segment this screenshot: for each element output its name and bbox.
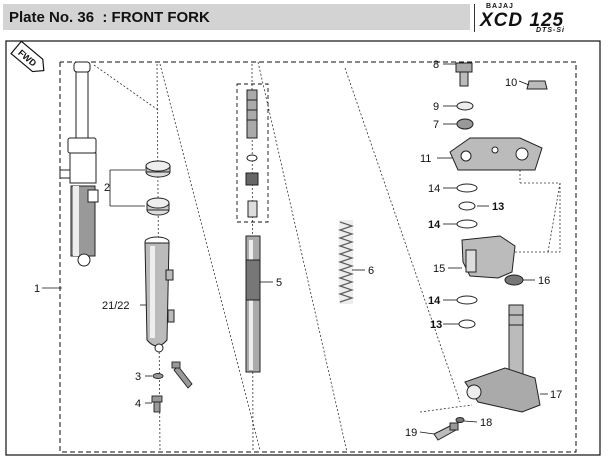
brand-model: XCD 125 <box>480 10 565 31</box>
callout-5: 5 <box>276 277 282 289</box>
callout-14-top: 14 <box>428 183 440 195</box>
callout-7: 7 <box>433 119 439 131</box>
callout-11: 11 <box>420 153 431 165</box>
fork-assembly-complete <box>59 61 99 267</box>
steering-parts <box>433 62 548 441</box>
callout-6: 6 <box>368 265 374 277</box>
callout-13-bottom: 13 <box>430 319 442 331</box>
inner-tube <box>245 89 261 373</box>
callout-15: 15 <box>433 263 445 275</box>
callout-9: 9 <box>433 101 439 113</box>
seal-kit-box <box>236 83 269 223</box>
callout-10: 10 <box>505 77 517 89</box>
title-bar: Plate No. 36 : FRONT FORK <box>3 4 470 30</box>
callout-19: 19 <box>405 427 417 439</box>
callout-21-22: 21/22 <box>102 300 130 312</box>
plate-title: Plate No. 36 : FRONT FORK <box>9 9 210 26</box>
callout-1: 1 <box>34 283 40 295</box>
callout-2-leaders <box>109 169 145 207</box>
callout-4: 4 <box>135 398 141 410</box>
dust-seal-parts <box>145 160 171 216</box>
callout-18: 18 <box>480 417 492 429</box>
callout-17: 17 <box>550 389 562 401</box>
assembly-dash-box <box>59 61 577 453</box>
fwd-direction-tag: FWD <box>10 40 45 73</box>
callout-2: 2 <box>104 182 110 194</box>
outer-tube <box>144 236 175 353</box>
callout-leaders <box>42 63 548 435</box>
drain-bolt-parts <box>151 361 193 413</box>
brand-subtitle: DTS-Si <box>536 27 565 34</box>
fork-spring <box>338 220 354 304</box>
callout-3: 3 <box>135 371 141 383</box>
front-fork-diagram: FWD <box>5 40 601 456</box>
callout-16: 16 <box>538 275 550 287</box>
callout-14-bottom: 14 <box>428 295 441 307</box>
diagram-border <box>5 40 601 456</box>
plate-header: Plate No. 36 : FRONT FORK BAJAJ XCD 125 … <box>0 0 609 36</box>
callout-14-middle: 14 <box>428 219 441 231</box>
top-strip <box>0 0 609 3</box>
brand-separator <box>474 4 475 32</box>
callout-13-top: 13 <box>492 201 504 213</box>
brand-maker: BAJAJ <box>486 3 514 10</box>
callout-8: 8 <box>433 59 439 71</box>
brand-logo: BAJAJ XCD 125 DTS-Si <box>478 3 606 34</box>
